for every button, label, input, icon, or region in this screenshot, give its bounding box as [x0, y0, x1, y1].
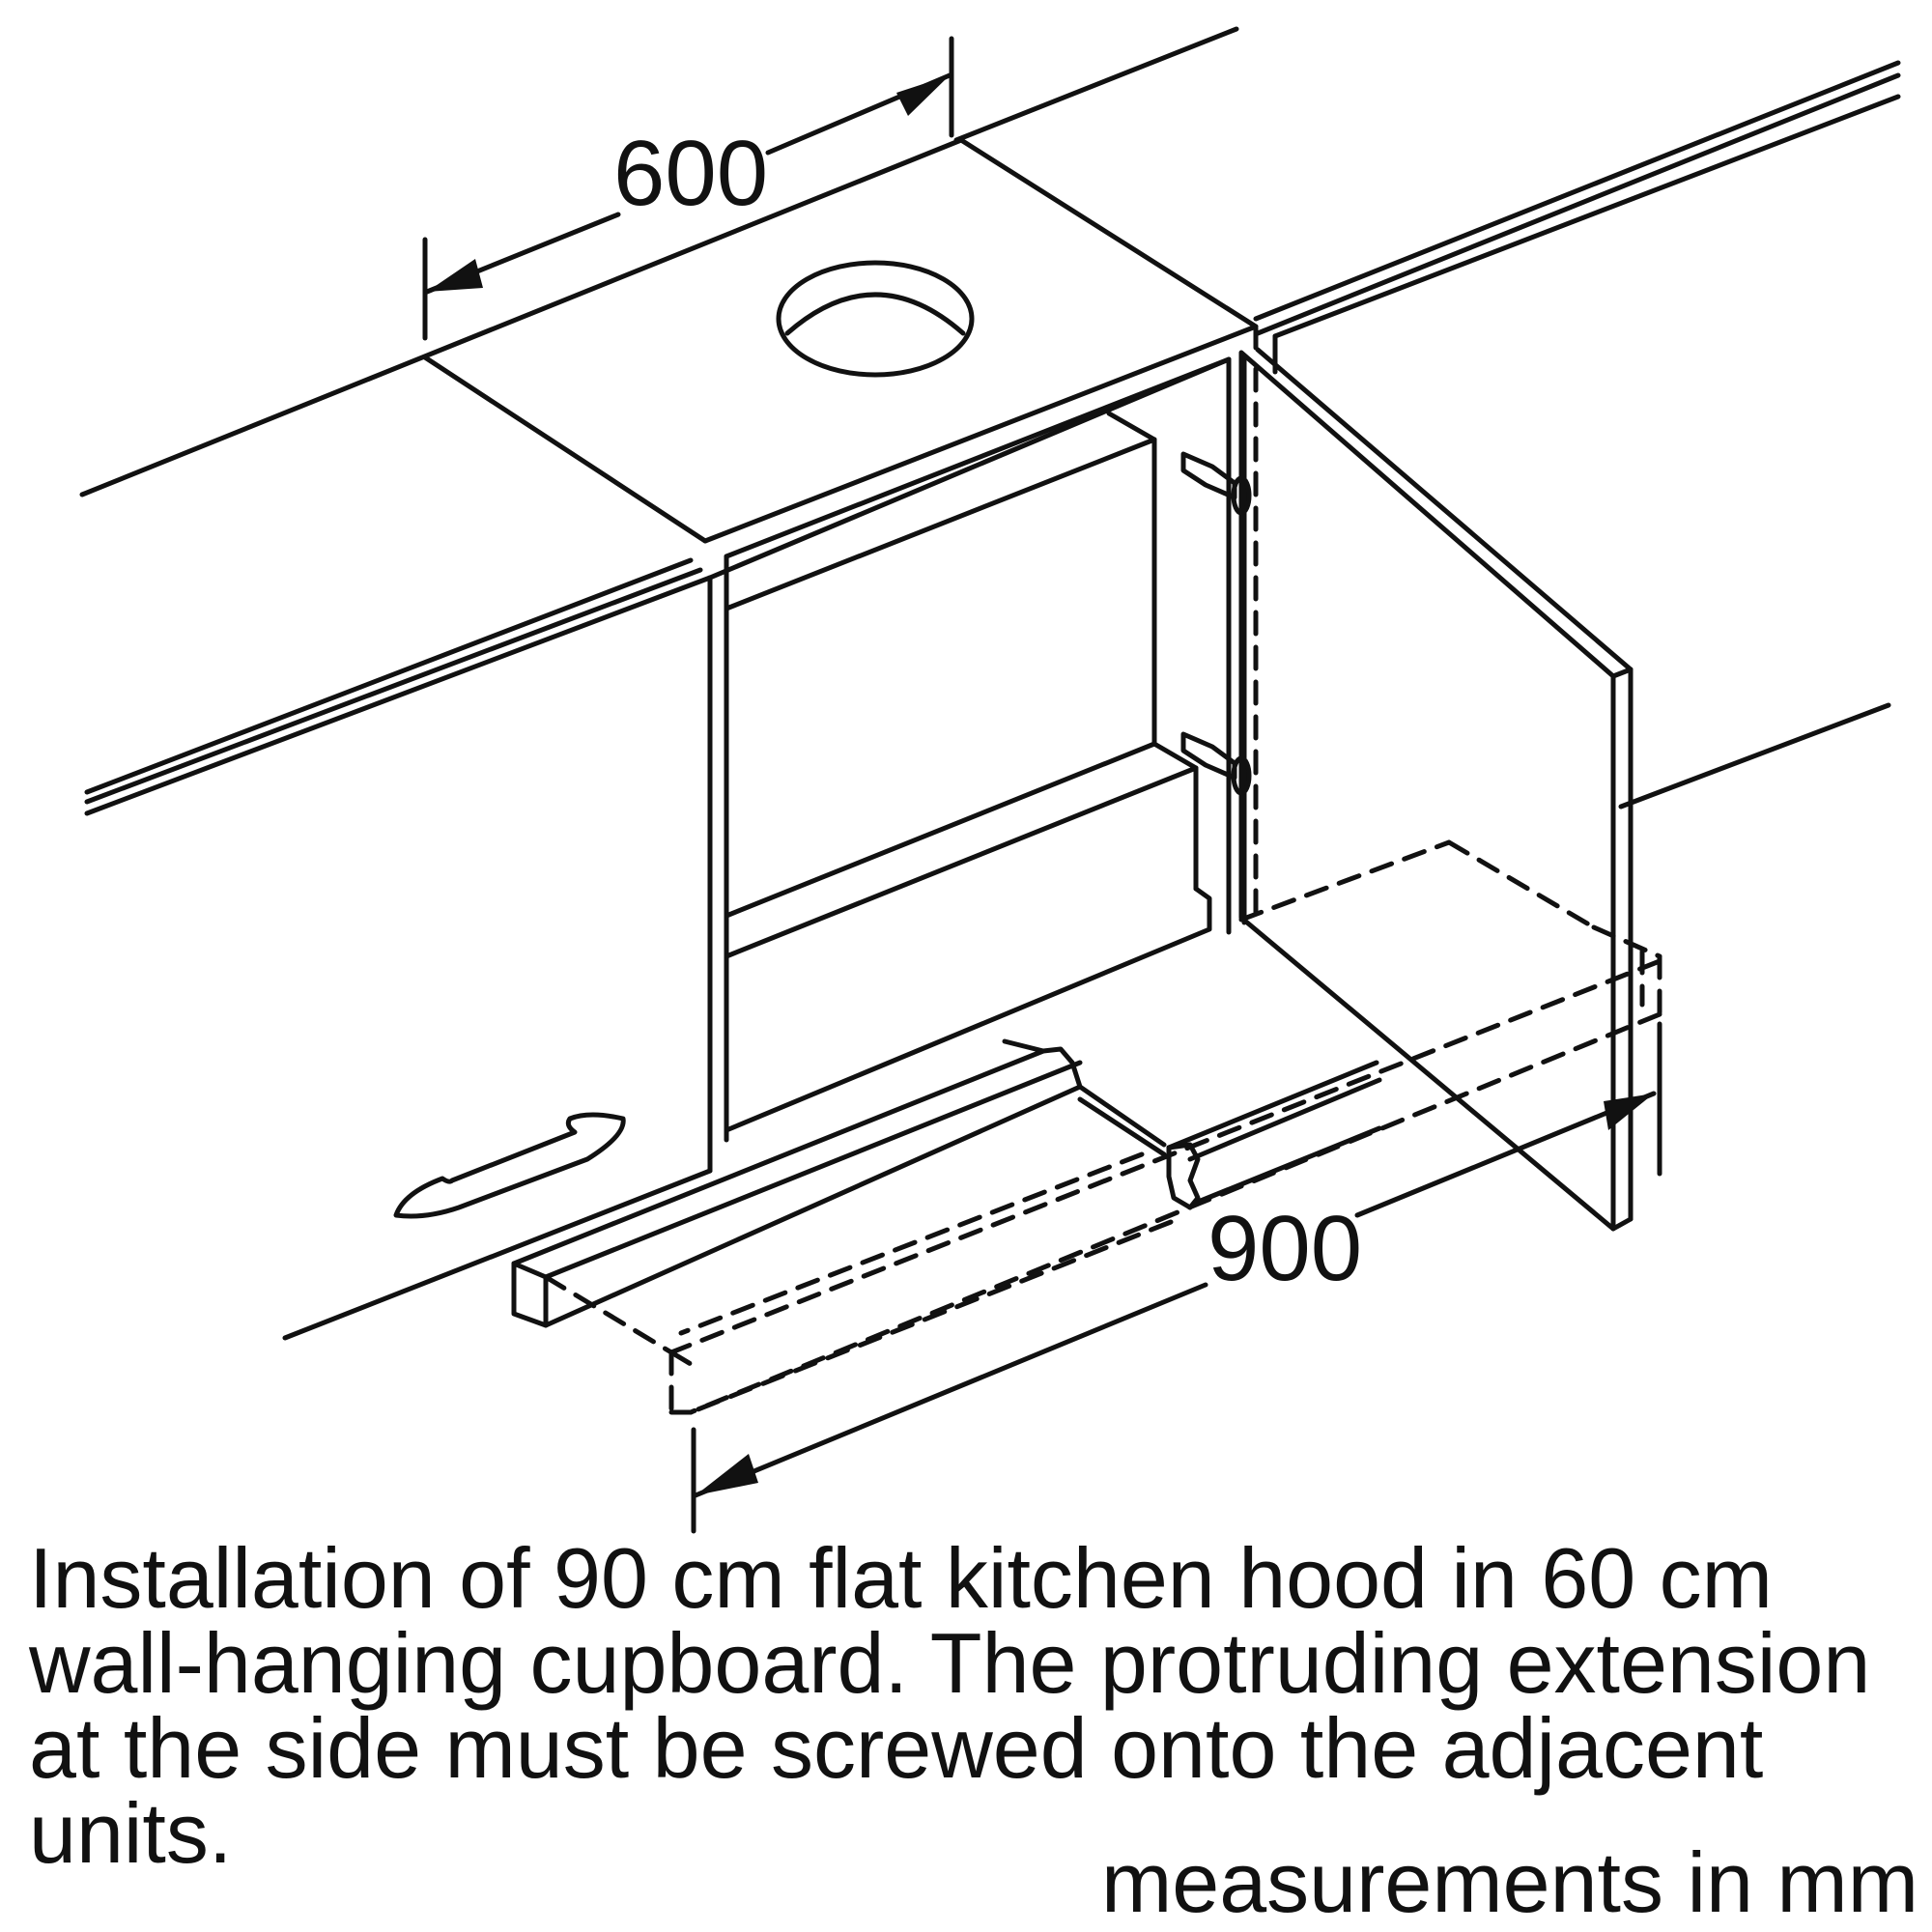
cabinet-door [1238, 347, 1634, 1232]
flat-hood-front-bar [511, 1038, 1167, 1328]
dimension-600-label: 600 [613, 122, 768, 225]
hood-extension-outline [543, 839, 1662, 1415]
dimension-900: 900 [691, 1021, 1662, 1534]
installation-caption: Installation of 90 cm flat kitchen hood … [29, 1530, 1871, 1881]
duct-opening-icon [776, 260, 975, 378]
dimension-900-label: 900 [1208, 1197, 1362, 1300]
cabinet-side-panel [707, 356, 1247, 1174]
dimension-600: 600 [422, 36, 954, 341]
handle-icon [393, 1112, 626, 1219]
cabinet-top-panel [79, 26, 1259, 544]
adjacent-unit-right [1253, 60, 1901, 375]
adjacent-unit-left [84, 557, 713, 816]
wall-line [282, 702, 1891, 1341]
units-note: measurements in mm [1100, 1834, 1918, 1930]
